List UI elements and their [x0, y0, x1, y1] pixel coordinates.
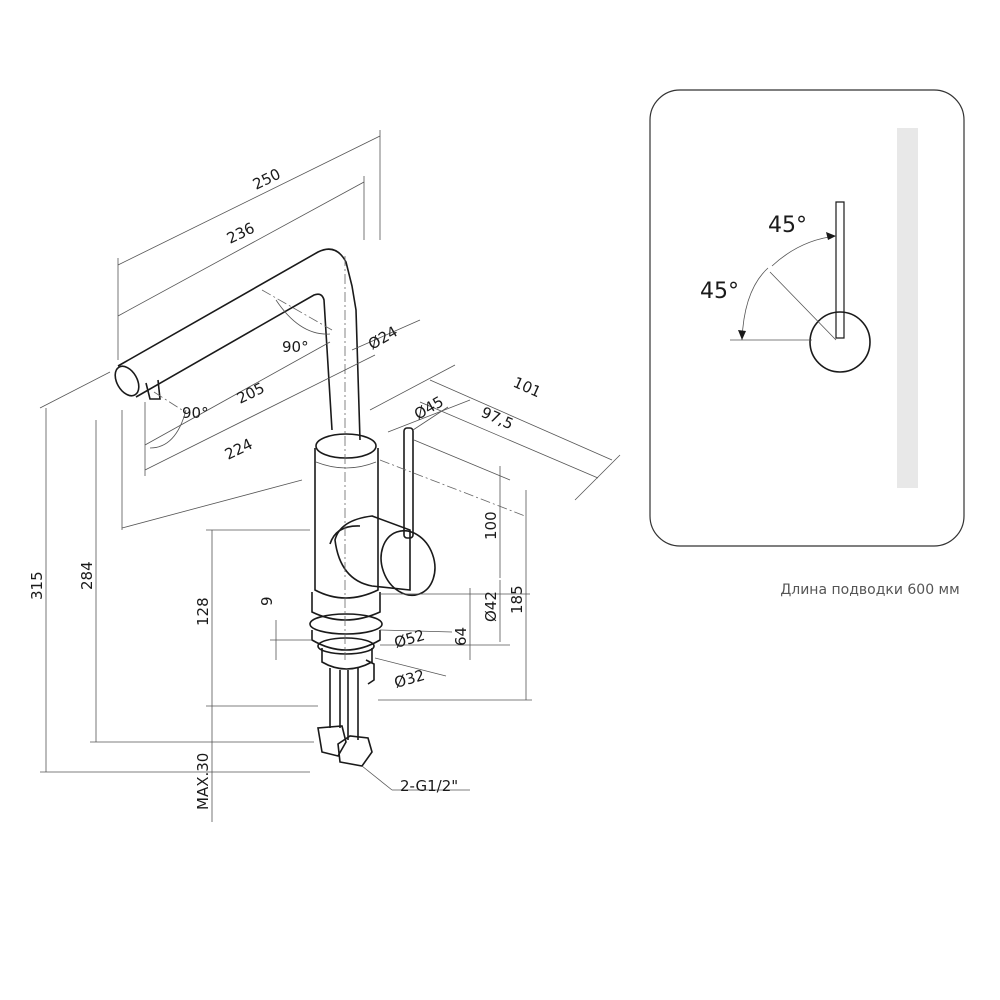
inset-angle-side: 45°: [700, 279, 739, 304]
dim-64: 64: [452, 627, 470, 646]
faucet-outline: [114, 248, 436, 767]
dim-97-5: 97,5: [478, 403, 516, 433]
dim-100: 100: [482, 511, 500, 540]
dim-diameter-42: Ø42: [482, 591, 500, 622]
dim-185: 185: [508, 585, 526, 614]
dim-thread: 2-G1/2": [400, 777, 458, 795]
dim-max-30: MAX.30: [194, 753, 212, 810]
dim-101: 101: [510, 373, 543, 401]
dim-250: 250: [250, 165, 284, 194]
dim-diameter-45: Ø45: [411, 392, 447, 423]
dim-236: 236: [224, 219, 258, 248]
dim-9: 9: [258, 596, 276, 606]
center-lines: [153, 256, 526, 660]
supply-hose-note: Длина подводки 600 мм: [780, 582, 960, 598]
dimension-lines: [39, 130, 621, 822]
inset-top-view: 45° 45°: [649, 89, 965, 547]
dim-315: 315: [28, 571, 46, 600]
dim-224: 224: [222, 435, 256, 464]
dim-284: 284: [78, 561, 96, 590]
inset-angle-vertical: 45°: [768, 213, 807, 238]
dim-diameter-32: Ø32: [392, 666, 427, 692]
dim-128: 128: [194, 597, 212, 626]
dim-angle-bottom: 90°: [182, 404, 209, 422]
dim-diameter-24: Ø24: [365, 322, 401, 353]
dim-diameter-52: Ø52: [392, 626, 427, 652]
dim-205: 205: [234, 379, 268, 408]
dimension-labels: 250 236 205 224 90° 90° Ø24 Ø45 101 97,5…: [28, 165, 544, 810]
dim-angle-top: 90°: [282, 338, 309, 356]
